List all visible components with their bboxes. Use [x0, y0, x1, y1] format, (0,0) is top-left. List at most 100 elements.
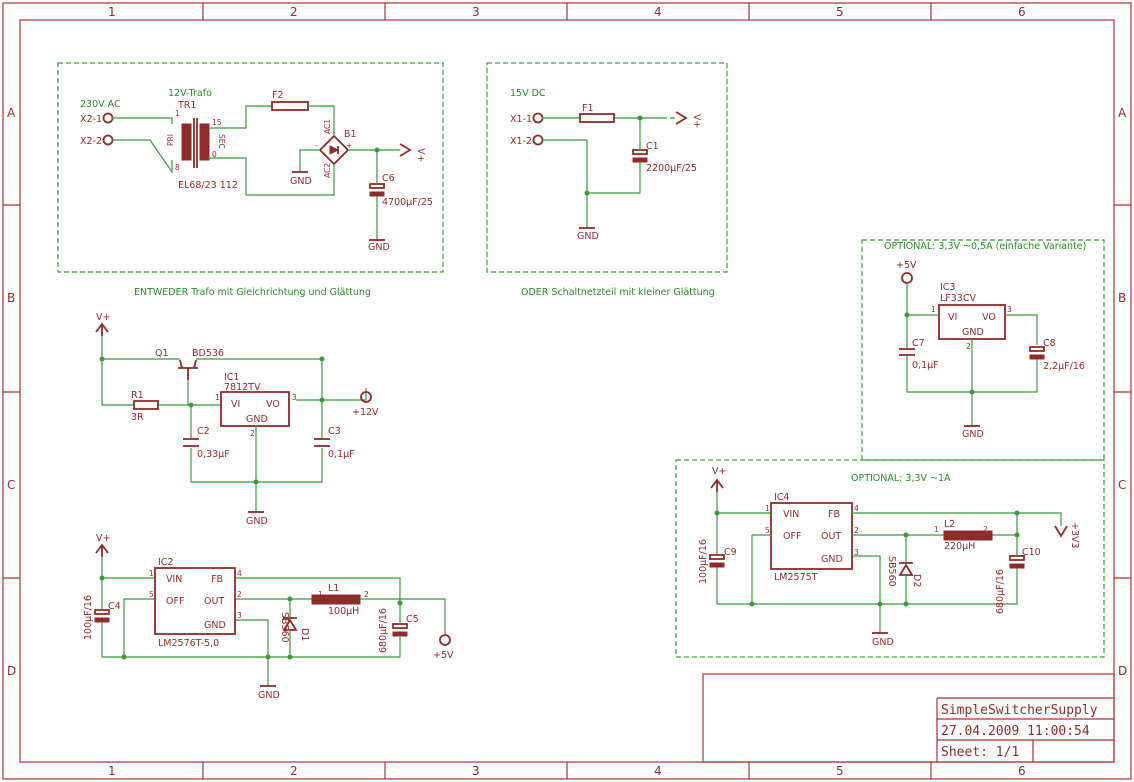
row-label-a: A [7, 106, 16, 120]
ic3-model: LF33CV [940, 293, 976, 304]
d2-ref: D2 [911, 574, 922, 587]
ic2-pin-2: 2 [237, 590, 242, 599]
d2-model: SB560 [886, 556, 897, 587]
row-label-b-right: B [1118, 291, 1126, 305]
bridge-plus: + [346, 141, 352, 150]
capacitor-c3 [314, 438, 330, 447]
ic1-vo-label: VO [266, 399, 280, 410]
fuse-f2-ref: F2 [272, 90, 284, 101]
ic3-pin-1: 1 [931, 305, 936, 314]
inductor-l1 [311, 594, 361, 605]
c2-value: 0,33µF [197, 449, 230, 460]
gnd-label-opt-b: GND [872, 637, 894, 648]
trafo-pin-0: 0 [212, 150, 217, 159]
c7-ref: C7 [912, 338, 925, 349]
ic2-pin-3: 3 [237, 611, 242, 620]
connector-x1-2 [532, 134, 544, 146]
plus5v-label: +5V [433, 650, 454, 661]
ic2-gnd-label: GND [204, 620, 226, 631]
ic4-pin-4: 4 [854, 504, 859, 513]
optional-a-section: OPTIONAL: 3,3V ~0,5A (einfache Variante)… [861, 239, 1105, 461]
c1-ref: C1 [646, 141, 659, 152]
row-label-c-right: C [1118, 478, 1126, 492]
vplus-label-opt-b: V+ [712, 466, 726, 477]
column-label-5-bottom: 5 [836, 764, 844, 778]
trafo-pin-1: 1 [175, 109, 180, 118]
gnd-label-trafo: GND [290, 176, 312, 187]
capacitor-c9 [709, 554, 725, 568]
ic2-pin-1: 1 [149, 569, 154, 578]
connector-x2-2-label: X2-2 [80, 136, 102, 147]
psu-voltage-label: 15V DC [510, 88, 546, 99]
optional-b-caption: OPTIONAL: 3,3V ~1A [851, 473, 951, 484]
vplus-arrow-psu [675, 111, 688, 125]
plus5v-terminal [439, 634, 451, 646]
connector-x2-1 [102, 112, 114, 124]
bridge-ref: B1 [344, 129, 357, 140]
l1-pin-1: 1 [318, 590, 323, 599]
row-label-c: C [7, 478, 15, 492]
switcher-ic4 [770, 502, 853, 570]
column-label-2-bottom: 2 [290, 764, 298, 778]
trafo-pin-15: 15 [212, 118, 222, 127]
l1-value: 100µH [328, 606, 359, 617]
trafo-section-caption: ENTWEDER Trafo mit Gleichrichtung und Gl… [134, 287, 371, 298]
capacitor-c8 [1029, 346, 1045, 360]
vplus-label-trafo: V+ [415, 148, 426, 162]
ic1-ref: IC1 [224, 372, 239, 383]
gnd-label-psu: GND [577, 231, 599, 242]
c6-value: 4700µF/25 [382, 197, 433, 208]
bridge-rectifier-b1 [318, 134, 350, 166]
column-label-5: 5 [836, 5, 844, 19]
ic4-out-label: OUT [821, 531, 841, 542]
ic2-out-label: OUT [204, 596, 224, 607]
column-label-2: 2 [290, 5, 298, 19]
capacitor-c5 [392, 623, 408, 637]
vplus-arrow-12v [95, 322, 109, 336]
row-label-a-right: A [1118, 106, 1127, 120]
d1-ref: D1 [299, 628, 310, 641]
c4-value: 100µF/16 [83, 595, 94, 640]
q1-model: BD536 [192, 348, 224, 359]
regulator-ic1 [220, 391, 290, 427]
ic4-pin-5: 5 [765, 526, 770, 535]
vplus-arrow-trafo [399, 143, 412, 157]
bridge-ac1-label: AC1 [323, 119, 332, 134]
c7-value: 0,1µF [912, 360, 939, 371]
gnd-label-c6: GND [368, 242, 390, 253]
vplus-arrow-5v [95, 543, 109, 557]
project-name: SimpleSwitcherSupply [941, 703, 1098, 718]
column-label-3: 3 [472, 5, 480, 19]
transistor-q1 [178, 359, 198, 380]
ic3-gnd-label: GND [962, 327, 984, 338]
ic1-vi-label: VI [231, 399, 240, 410]
capacitor-c4 [94, 609, 110, 623]
ic4-gnd-label: GND [821, 554, 843, 565]
c9-ref: C9 [724, 547, 737, 558]
column-label-1: 1 [108, 5, 116, 19]
capacitor-c2 [183, 438, 199, 447]
c6-ref: C6 [382, 173, 395, 184]
column-label-6-bottom: 6 [1018, 764, 1026, 778]
capacitor-c6 [369, 183, 385, 197]
ic4-fb-label: FB [828, 509, 840, 520]
c5-ref: C5 [406, 614, 419, 625]
ac-input-label: 230V AC [80, 99, 121, 110]
plus12v-terminal [360, 391, 372, 403]
ic2-off-label: OFF [166, 596, 184, 607]
ic3-vo-label: VO [982, 312, 996, 323]
ic1-pin-3: 3 [292, 393, 297, 402]
l1-pin-2: 2 [364, 590, 369, 599]
trafo-type-label: 12V-Trafo [168, 88, 212, 99]
sheet-number: Sheet: 1/1 [941, 745, 1019, 760]
opt-a-input-label: +5V [896, 260, 917, 271]
r1-value: 3R [131, 412, 144, 423]
trafo-pin-8: 8 [175, 163, 180, 172]
fuse-f2 [271, 101, 309, 111]
c1-value: 2200µF/25 [646, 163, 697, 174]
primary-label: PRI [166, 134, 175, 146]
vplus-label-12v: V+ [96, 312, 110, 323]
ic2-pin-4: 4 [237, 569, 242, 578]
